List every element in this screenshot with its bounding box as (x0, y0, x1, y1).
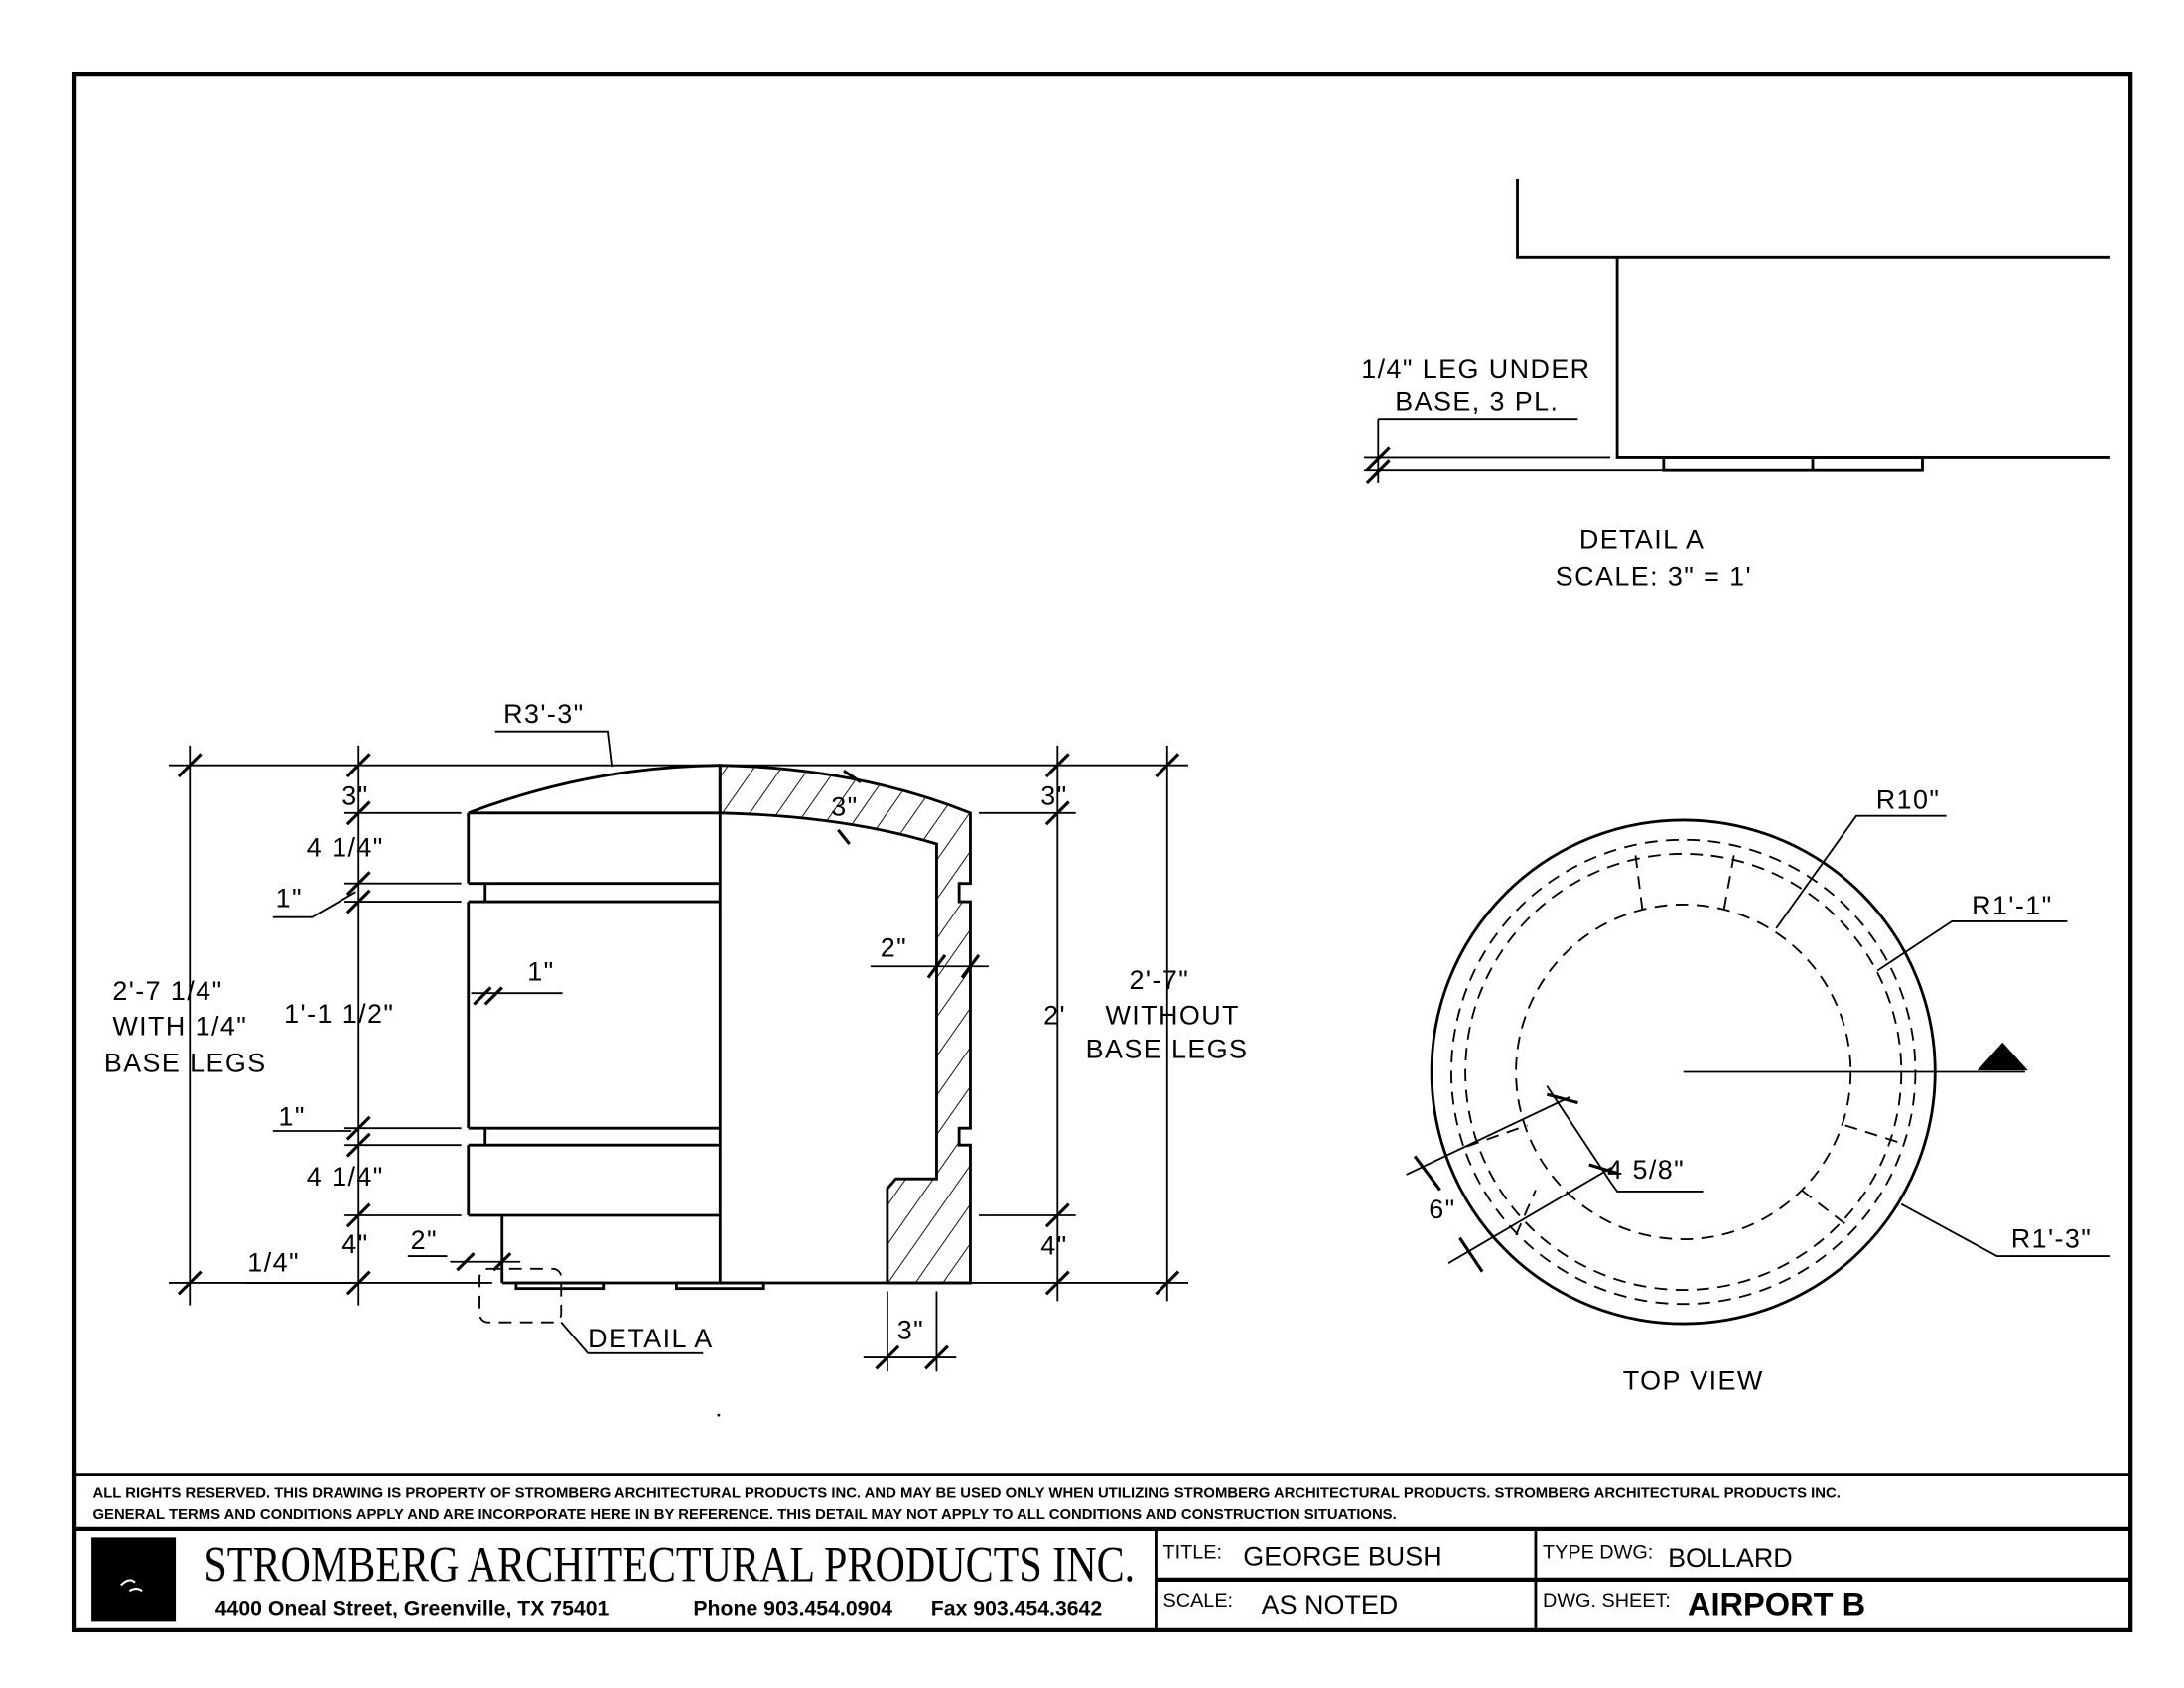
dim-base-height: 4" (341, 1229, 368, 1259)
title-block: ALL RIGHTS RESERVED. THIS DRAWING IS PRO… (74, 1473, 2131, 1630)
dim-base-wall: 3" (897, 1316, 924, 1345)
r-inner-label: R10" (1876, 785, 1941, 815)
overall-without-legs-3: BASE LEGS (1086, 1034, 1249, 1063)
detail-a-callout: DETAIL A (588, 1324, 713, 1353)
type-dwg-label: TYPE DWG: (1543, 1542, 1653, 1564)
scale-value: AS NOTED (1262, 1590, 1399, 1619)
dwg-sheet-value: AIRPORT B (1688, 1586, 1865, 1621)
dim-leg-length: 6" (1429, 1195, 1455, 1224)
top-view: R10" R1'-1" R1'-3" 4 5/8" 6" TOP VIEW (1406, 785, 2110, 1396)
company-fax: Fax 903.454.3642 (931, 1596, 1102, 1619)
company-address: 4400 Oneal Street, Greenville, TX 75401 (215, 1596, 610, 1619)
dim-groove-upper: 1" (276, 884, 303, 914)
dim-base-right: 4" (1040, 1231, 1067, 1261)
type-dwg-value: BOLLARD (1668, 1543, 1793, 1573)
overall-with-legs-3: BASE LEGS (104, 1048, 267, 1077)
disclaimer-line2: GENERAL TERMS AND CONDITIONS APPLY AND A… (92, 1507, 1396, 1523)
dim-groove-lower: 1" (278, 1101, 305, 1131)
detail-a-title: DETAIL A (1579, 525, 1705, 555)
dim-groove-depth: 1" (527, 956, 554, 986)
top-view-title: TOP VIEW (1623, 1366, 1764, 1396)
leg-note-line2: BASE, 3 PL. (1395, 387, 1559, 417)
dim-band-lower: 4 1/4" (307, 1162, 384, 1192)
company-phone: Phone 903.454.0904 (693, 1596, 892, 1619)
leg-note-line1: 1/4" LEG UNDER (1361, 354, 1590, 384)
detail-a-scale: SCALE: 3" = 1' (1556, 561, 1752, 591)
title-value: GEORGE BUSH (1243, 1542, 1441, 1572)
dim-middle: 1'-1 1/2" (284, 999, 394, 1029)
dim-cap-thickness: 3" (831, 792, 858, 822)
dim-leg: 1/4" (247, 1248, 300, 1278)
dim-wall: 2" (881, 932, 907, 962)
detail-a: 1/4" LEG UNDER BASE, 3 PL. DETAIL A SCAL… (1361, 178, 2110, 591)
title-label: TITLE: (1163, 1542, 1223, 1564)
company-logo (91, 1537, 177, 1622)
dim-band-upper: 4 1/4" (307, 833, 384, 863)
dwg-sheet-label: DWG. SHEET: (1543, 1590, 1671, 1612)
overall-with-legs-1: 2'-7 1/4" (112, 976, 222, 1006)
overall-without-legs-2: WITHOUT (1105, 1000, 1239, 1030)
sheet-border (71, 71, 2133, 1633)
radius-label: R3'-3" (503, 699, 585, 729)
dim-base-offset: 2" (411, 1225, 438, 1255)
overall-without-legs-1: 2'-7" (1130, 965, 1190, 995)
dim-body-height: 2' (1043, 1000, 1066, 1030)
r-mid-label: R1'-1" (1972, 891, 2053, 920)
dim-top-left: 3" (341, 780, 368, 810)
disclaimer-line1: ALL RIGHTS RESERVED. THIS DRAWING IS PRO… (92, 1486, 1840, 1502)
dim-top-right: 3" (1040, 780, 1067, 810)
section-marker-icon (1977, 1042, 2028, 1071)
company-name: STROMBERG ARCHITECTURAL PRODUCTS INC. (204, 1537, 1135, 1593)
dim-leg-width: 4 5/8" (1607, 1155, 1685, 1185)
scale-label: SCALE: (1163, 1590, 1234, 1612)
r-outer-label: R1'-3" (2011, 1224, 2093, 1254)
overall-with-legs-2: WITH 1/4" (112, 1012, 247, 1042)
bollard-elevation: R3'-3" 3" 3" 3" 4 1/4" 1" 1" 1'-1 1/2" 2… (104, 699, 1249, 1417)
